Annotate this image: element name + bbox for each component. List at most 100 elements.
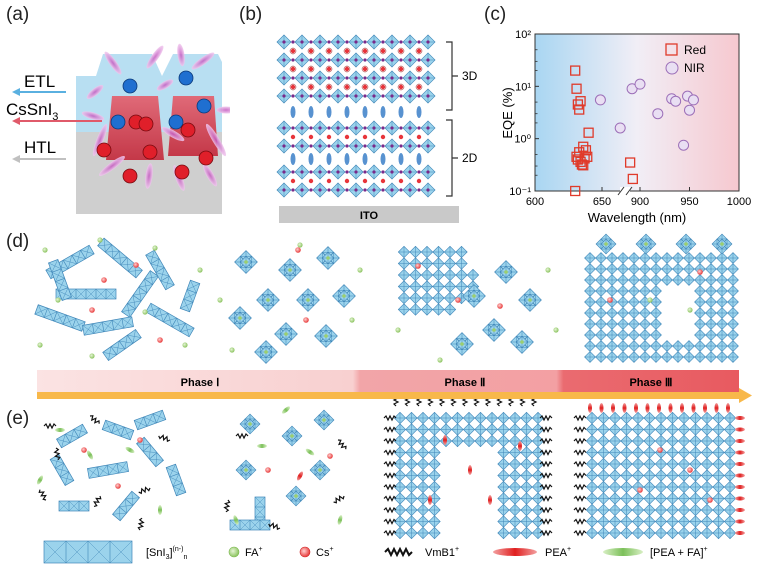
fa-center bbox=[244, 260, 248, 264]
red-ion bbox=[138, 116, 154, 132]
pea-cation bbox=[726, 403, 730, 413]
octahedron bbox=[666, 503, 679, 517]
iodide-atom bbox=[381, 40, 385, 44]
fa-ion bbox=[687, 307, 693, 313]
octahedron bbox=[727, 296, 739, 308]
red-data-point bbox=[583, 127, 594, 138]
iodide-atom bbox=[399, 188, 403, 192]
octahedron bbox=[617, 307, 629, 319]
vmb1-chain bbox=[38, 489, 47, 501]
octahedron bbox=[727, 351, 739, 363]
octahedron bbox=[727, 318, 739, 330]
iodide-atom bbox=[417, 144, 421, 148]
octahedron bbox=[672, 340, 684, 352]
cs-site bbox=[326, 134, 332, 140]
blue-ion bbox=[122, 78, 138, 94]
iodide-atom bbox=[345, 40, 349, 44]
vmb1-chain bbox=[137, 517, 145, 531]
octahedron bbox=[689, 515, 702, 528]
octahedron bbox=[654, 423, 668, 436]
iodide-atom bbox=[381, 76, 385, 80]
rod-cross bbox=[120, 263, 135, 266]
ito-label: ITO bbox=[360, 210, 379, 222]
octahedron bbox=[727, 285, 739, 297]
octahedron bbox=[723, 492, 737, 505]
octahedron bbox=[520, 503, 533, 517]
sn-atom bbox=[408, 76, 412, 80]
octahedron bbox=[606, 263, 618, 275]
octahedron bbox=[497, 411, 510, 425]
octahedron bbox=[508, 469, 522, 482]
iodide-atom bbox=[417, 94, 421, 98]
octahedra-rod bbox=[49, 454, 75, 486]
sn-atom bbox=[282, 144, 286, 148]
octahedron bbox=[585, 423, 599, 436]
vmb1-chain bbox=[333, 495, 345, 504]
octahedron bbox=[654, 411, 668, 425]
octahedron bbox=[595, 318, 607, 330]
iodide-atom bbox=[327, 94, 331, 98]
sn-atom bbox=[300, 144, 304, 148]
octahedron bbox=[666, 411, 679, 425]
y-axis-label: EQE (%) bbox=[500, 87, 515, 138]
iodide-atom bbox=[399, 76, 403, 80]
octahedron bbox=[497, 423, 510, 436]
octahedron bbox=[700, 503, 714, 517]
legend-text-pea-fa: [PEA + FA]+ bbox=[650, 546, 708, 559]
octahedron bbox=[661, 340, 673, 352]
iodide-atom bbox=[309, 58, 313, 62]
fa-center bbox=[306, 298, 310, 302]
rod-cross bbox=[85, 245, 90, 259]
sn-atom bbox=[300, 40, 304, 44]
octahedron bbox=[631, 526, 645, 540]
spacer-cation bbox=[308, 153, 314, 165]
cs-site bbox=[398, 134, 404, 140]
octahedron bbox=[520, 515, 533, 528]
octahedron bbox=[597, 411, 610, 425]
cssni-label: CsSnI3 bbox=[6, 100, 58, 123]
octahedron bbox=[689, 434, 702, 448]
octahedron bbox=[393, 503, 407, 517]
octahedron bbox=[650, 263, 662, 275]
octahedron bbox=[443, 291, 457, 305]
blue-ion bbox=[168, 114, 184, 130]
octahedron bbox=[497, 503, 510, 517]
legend: [SnI3](n-)n FA+ Cs+ VmB1+ PEA+ [PEA + FA… bbox=[43, 540, 708, 564]
pea-cation bbox=[296, 471, 304, 481]
pea-cation bbox=[691, 403, 696, 413]
x-tick-label: 650 bbox=[593, 196, 611, 208]
octahedron bbox=[443, 268, 457, 282]
octahedron bbox=[595, 351, 607, 363]
fa-center bbox=[244, 468, 248, 472]
iodide-atom bbox=[309, 144, 313, 148]
legend-text-octa: [SnI3](n-)n bbox=[146, 546, 187, 561]
octahedron bbox=[416, 515, 430, 528]
sn-atom bbox=[336, 94, 340, 98]
x-tick-label: 600 bbox=[526, 196, 544, 208]
octahedron bbox=[531, 526, 545, 540]
iodide-atom bbox=[309, 40, 313, 44]
sn-atom bbox=[318, 40, 322, 44]
rod-divider bbox=[80, 250, 86, 259]
iodide-atom bbox=[399, 40, 403, 44]
sn-atom bbox=[426, 170, 430, 174]
ligand-spike bbox=[202, 163, 218, 187]
spacer-cation bbox=[416, 106, 422, 118]
octahedron bbox=[689, 526, 702, 540]
pea-cation bbox=[735, 531, 745, 535]
red-ion bbox=[122, 168, 138, 184]
octahedron bbox=[617, 274, 629, 286]
octahedron bbox=[650, 340, 662, 352]
octahedron bbox=[531, 480, 545, 494]
phase-3-label: Phase Ⅲ bbox=[629, 377, 672, 389]
pea-cation bbox=[735, 508, 745, 512]
octahedron bbox=[694, 318, 706, 330]
octahedron bbox=[485, 411, 499, 425]
octahedron bbox=[705, 285, 717, 297]
rod-cross bbox=[105, 250, 120, 253]
octahedron bbox=[620, 515, 633, 528]
sn-atom bbox=[336, 76, 340, 80]
octahedron bbox=[497, 434, 510, 448]
octahedron bbox=[405, 526, 418, 540]
rod-divider bbox=[105, 244, 112, 253]
